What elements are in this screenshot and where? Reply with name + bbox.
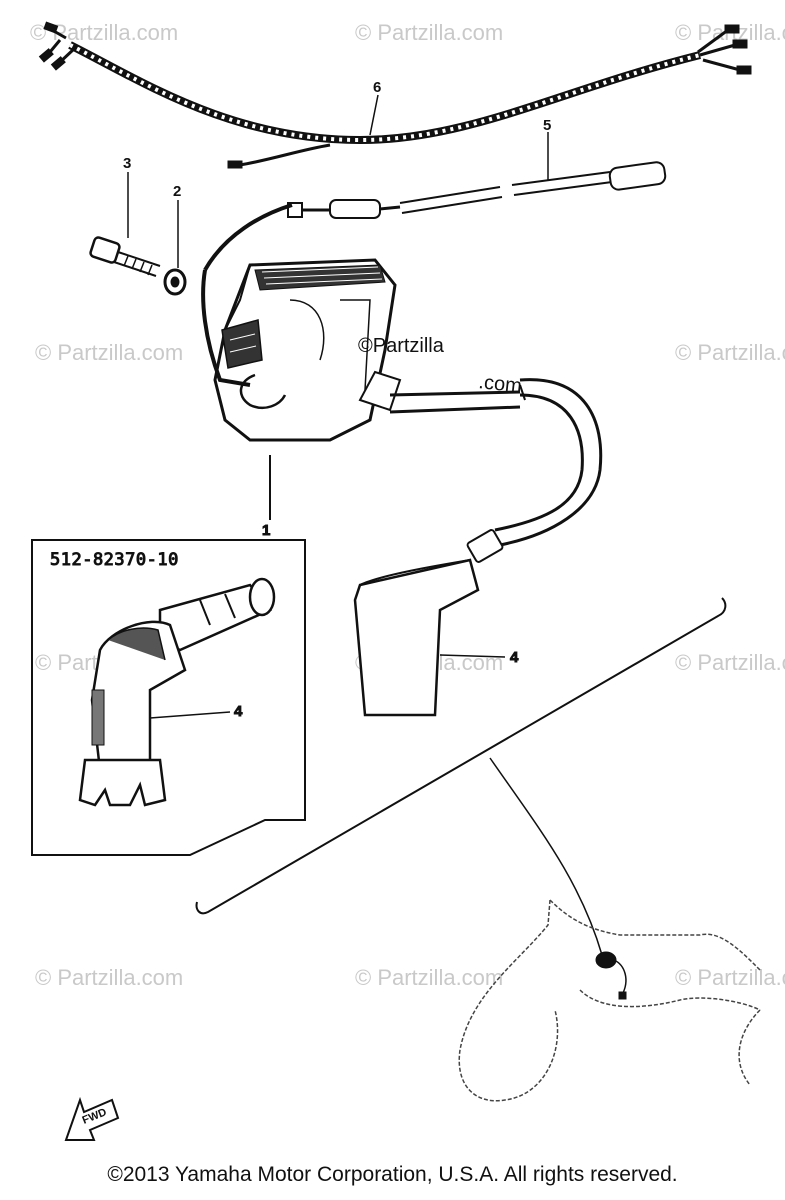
- ht-cord: [203, 161, 667, 271]
- watermark: © Partzilla.com: [355, 965, 503, 990]
- washer: [163, 268, 187, 296]
- inset-part-number: 512-82370-10: [50, 550, 179, 570]
- coil-location-marker: [595, 951, 627, 1000]
- watermark: © Partzilla.com: [675, 340, 785, 365]
- watermark: © Partzilla.com: [355, 20, 503, 45]
- copyright-notice: ©2013 Yamaha Motor Corporation, U.S.A. A…: [107, 1163, 678, 1186]
- center-watermark: .com: [477, 371, 522, 397]
- watermark: © Partzilla.com: [675, 965, 785, 990]
- watermark: © Partzilla.com: [35, 340, 183, 365]
- callout-1: 1: [262, 522, 270, 539]
- wire-harness: [38, 21, 752, 169]
- callout-2: 2: [173, 183, 181, 200]
- callout-6: 6: [373, 79, 381, 96]
- spark-plug-cap: 4: [353, 529, 520, 717]
- center-watermark: ©Partzilla: [358, 335, 445, 357]
- inset-plug-cap: 4: [78, 577, 276, 807]
- motorcycle-outline: [458, 899, 761, 1102]
- watermark-layer: © Partzilla.com © Partzilla.com © Partzi…: [30, 20, 785, 990]
- bolt: [89, 236, 161, 277]
- watermark: © Partzilla.com: [35, 965, 183, 990]
- plug-lead: [389, 378, 603, 547]
- callout-4-main: 4: [510, 649, 519, 666]
- inset-box: 512-82370-10: [31, 539, 306, 856]
- fwd-arrow: FWD: [64, 1096, 120, 1141]
- callout-leaders: [127, 94, 549, 268]
- ignition-coil: 1: [201, 258, 402, 540]
- callout-3: 3: [123, 155, 131, 172]
- watermark: © Partzilla.com: [675, 650, 785, 675]
- callout-4-inset: 4: [234, 703, 243, 720]
- callout-5: 5: [543, 117, 551, 134]
